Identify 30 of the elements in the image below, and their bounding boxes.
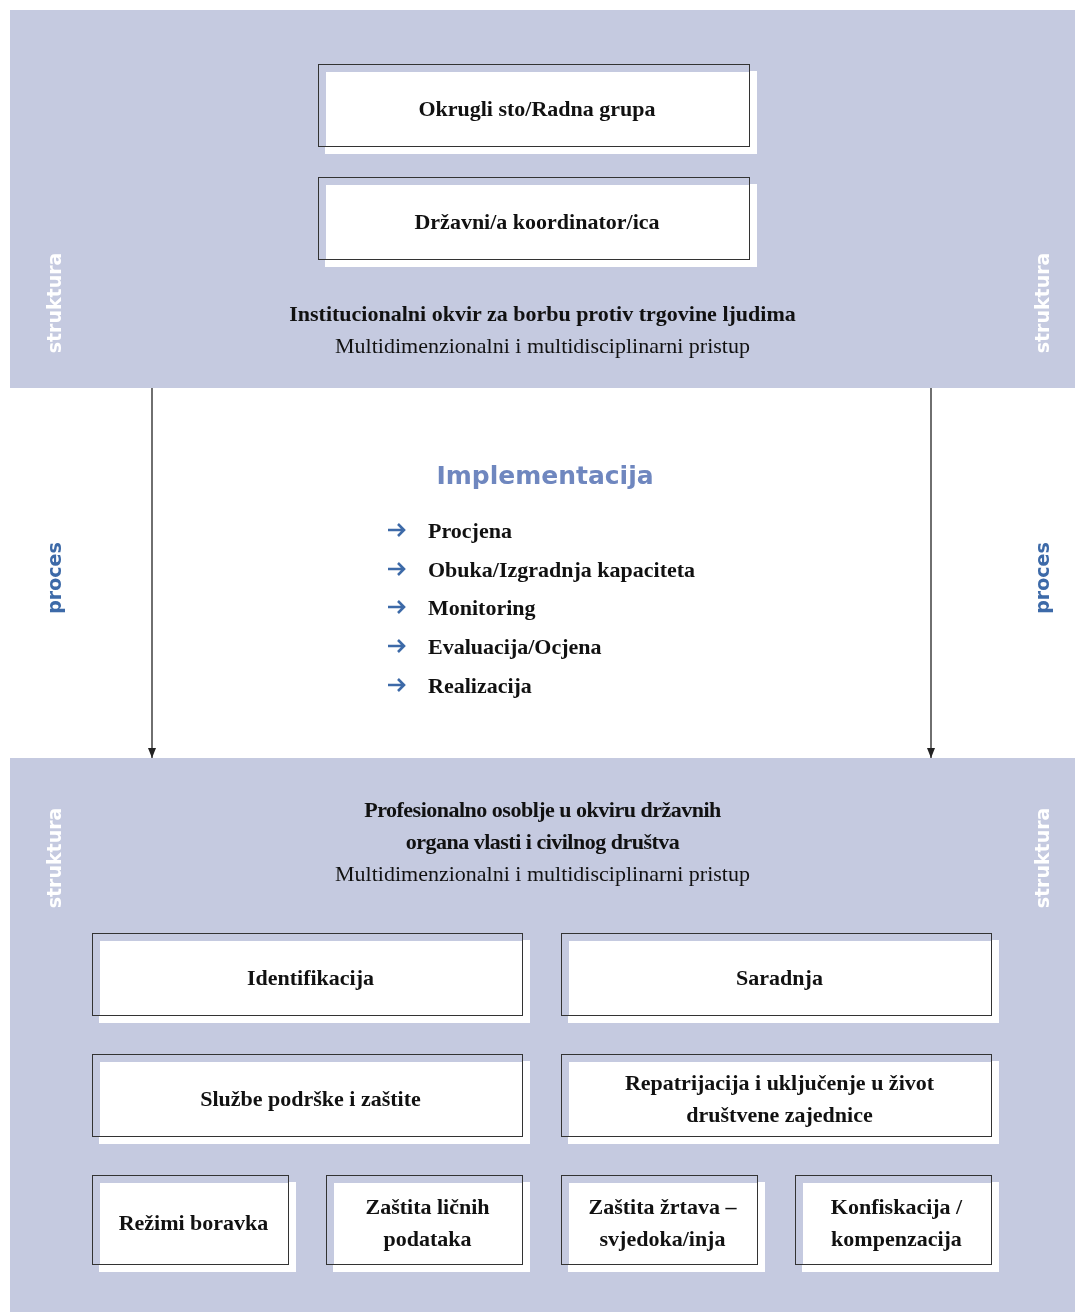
box-label: Zaštita žrtava – svjedoka/inja [587,1193,738,1253]
box-label: Repatrijacija i uključenje u život društvene zajednice [623,1068,936,1129]
arrow [147,387,157,759]
box-label: Državni/a koordinator/ica [414,207,660,236]
box-label: Službe podrške i zaštite [200,1084,421,1113]
side-label: struktura [43,252,65,354]
list-item: Obuka/Izgradnja kapaciteta [428,557,696,583]
section-title: Implementacija [436,460,654,490]
side-label: struktura [1031,807,1053,909]
box-label: Identifikacija [246,963,375,992]
section-band [10,758,1075,1312]
side-label: struktura [43,807,65,909]
box-label: Konfiskacija / kompenzacija [829,1193,964,1253]
side-label: proces [43,542,65,614]
list-item: Realizacija [428,673,532,699]
section-subtitle: Multidimenzionalni i multidisciplinarni pristup [334,332,751,360]
box-label: Zaštita ličnih podataka [364,1193,491,1253]
section-heading: Institucionalni okvir za borbu protiv trgovine ljudima [288,300,797,328]
section-heading: Profesionalno osoblje u okviru državnih organa vlasti i civilnog društva [363,796,722,856]
arrow [926,387,936,759]
section-band [10,10,1075,388]
list-item: Procjena [428,518,512,544]
section-subtitle: Multidimenzionalni i multidisciplinarni pristup [334,860,751,888]
side-label: struktura [1031,252,1053,354]
side-label: proces [1031,542,1053,614]
list-item: Monitoring [428,595,536,621]
box-label: Saradnja [736,963,823,992]
box-label: Režimi boravka [118,1209,269,1237]
list-item: Evaluacija/Ocjena [428,634,602,660]
box-label: Okrugli sto/Radna grupa [418,94,656,123]
